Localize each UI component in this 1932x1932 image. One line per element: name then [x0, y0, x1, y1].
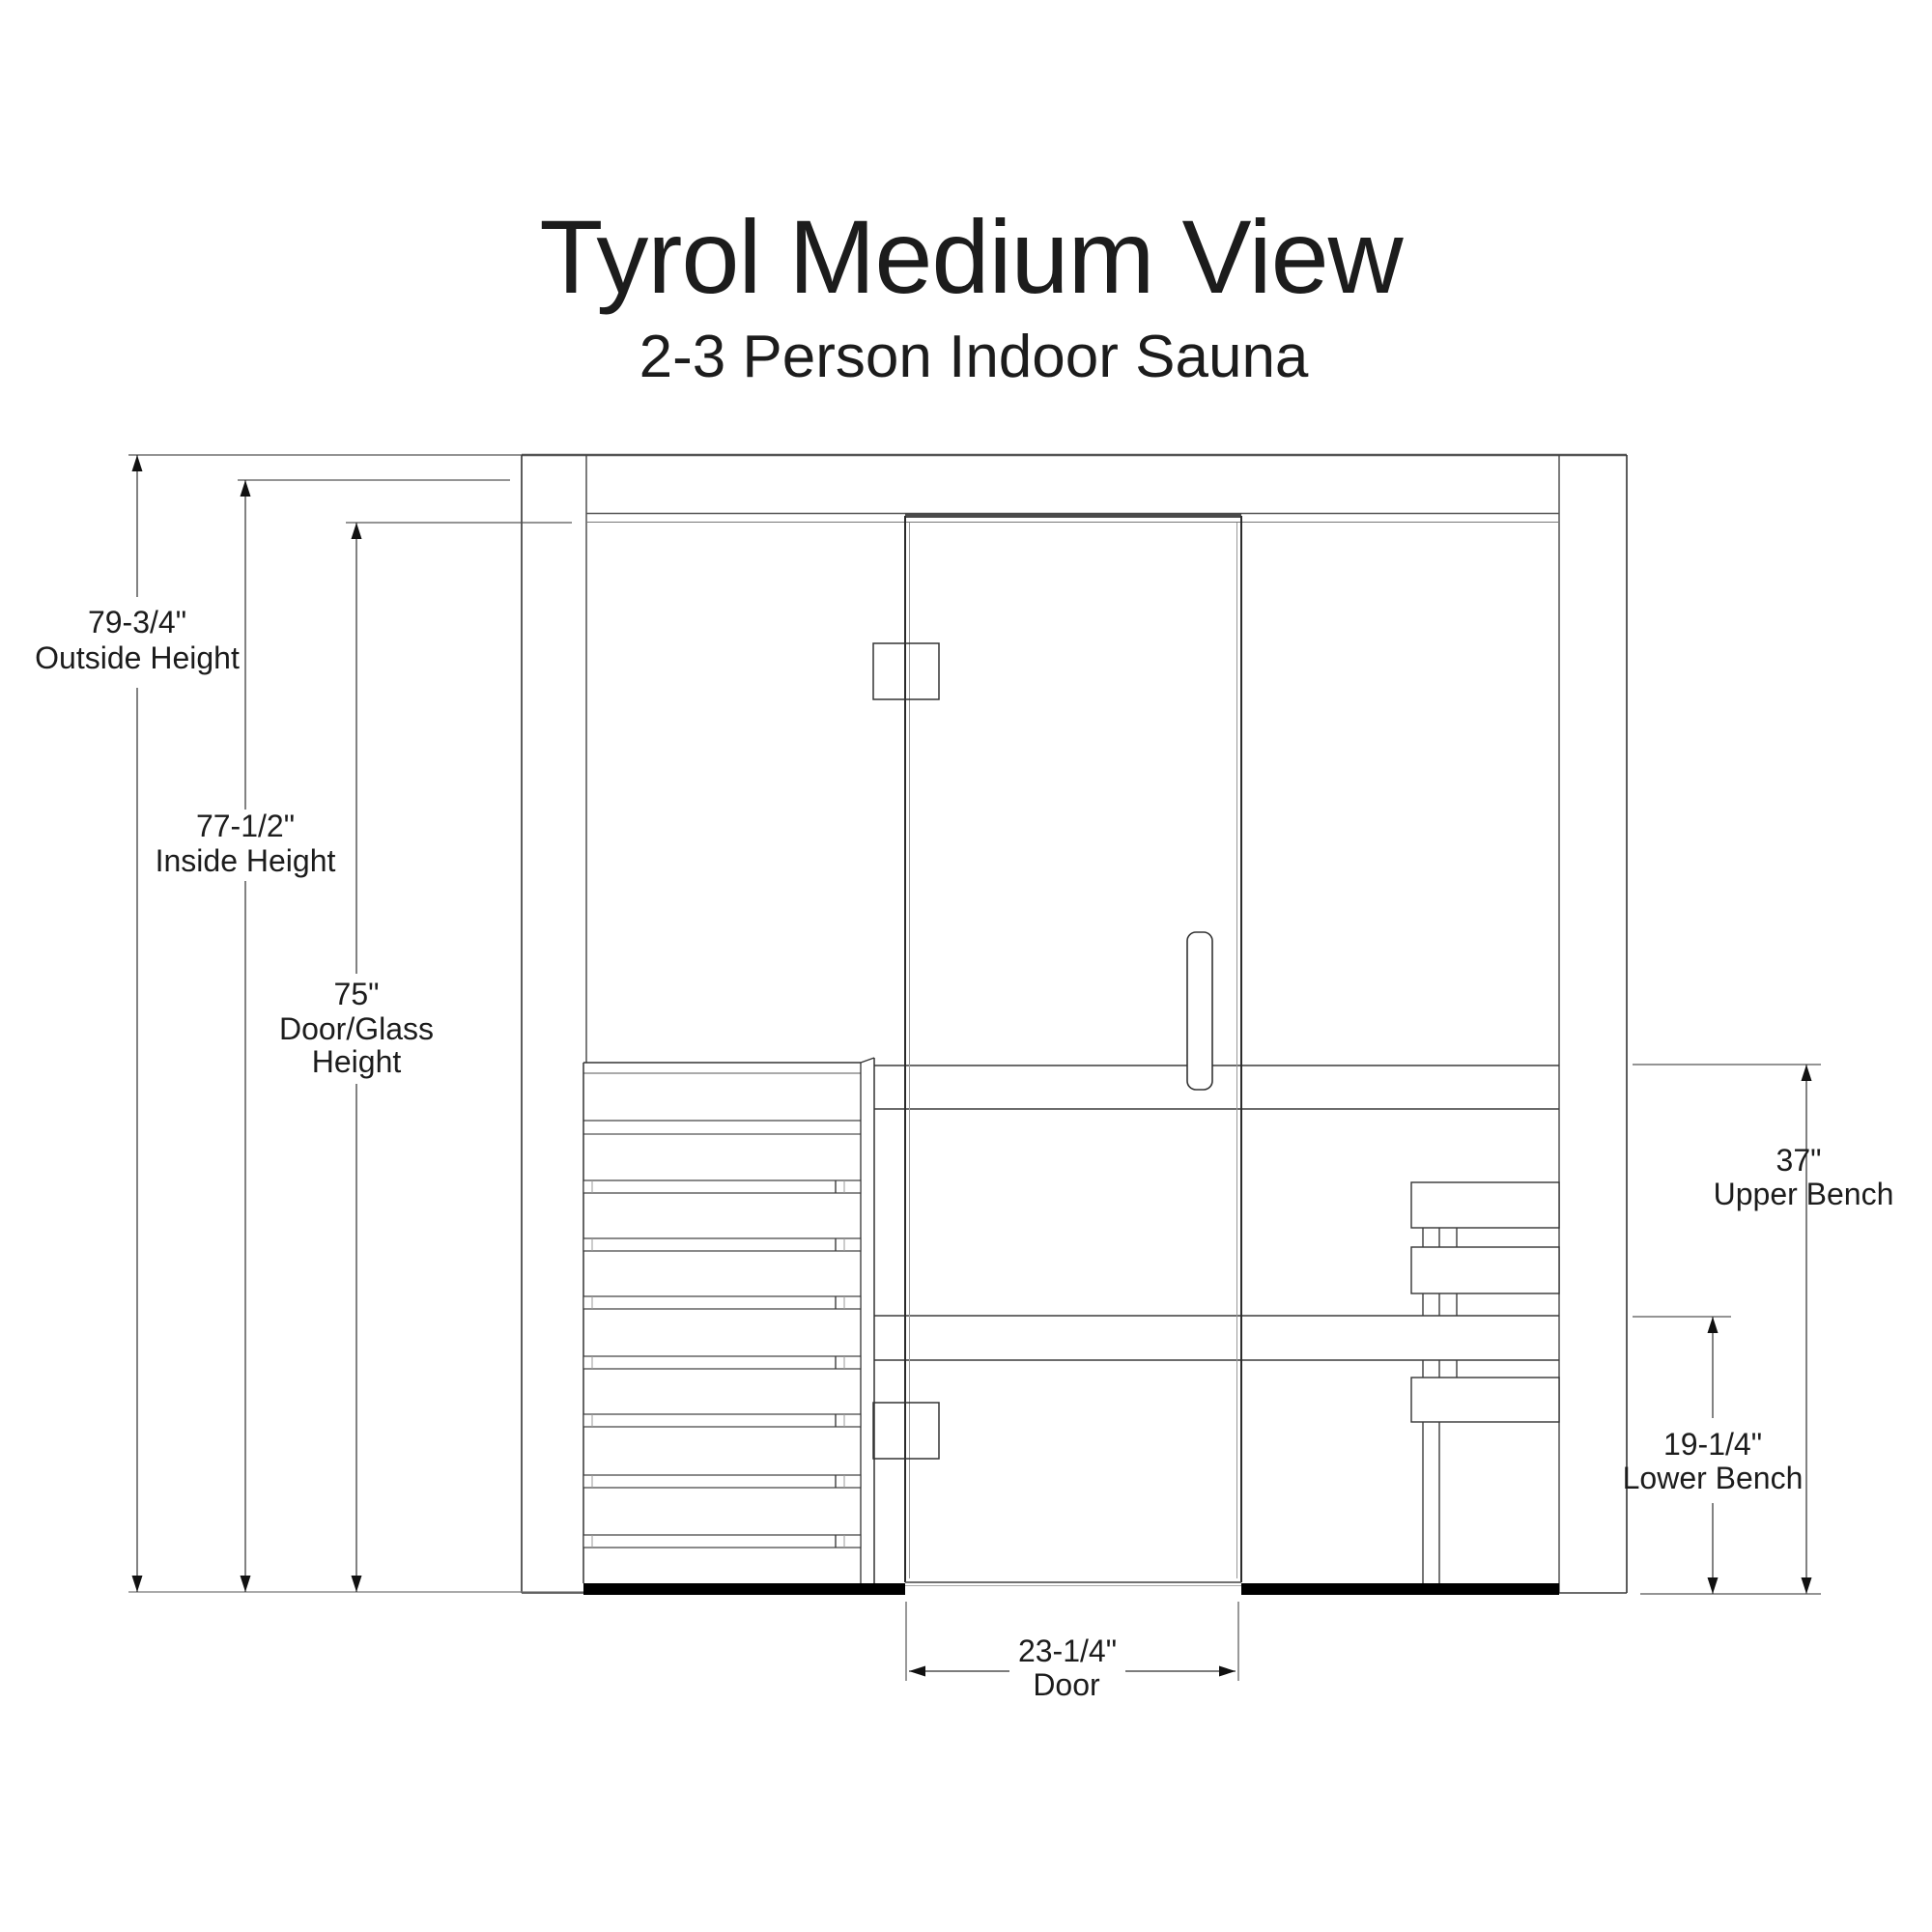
dim-upper-bench: 37" Upper Bench — [1633, 1064, 1894, 1594]
bench-leg — [1422, 1422, 1440, 1583]
page-title: Tyrol Medium View — [539, 198, 1404, 315]
outside-height-label: Outside Height — [35, 640, 240, 675]
door-width-value: 23-1/4" — [1018, 1634, 1117, 1668]
bench-board — [1410, 1377, 1560, 1423]
door-glass-height-label-line2: Height — [312, 1044, 402, 1079]
right-wall — [1558, 455, 1628, 1594]
bench-board — [1410, 1246, 1560, 1294]
door-glass-height-label-line1: Door/Glass — [279, 1011, 434, 1046]
door-handle — [1186, 931, 1213, 1091]
heater-guard — [582, 1057, 875, 1583]
glass-door — [872, 516, 1242, 1586]
header-panel — [586, 512, 1559, 524]
upper-bench-rail — [874, 1065, 1559, 1110]
bench-posts — [1422, 1228, 1458, 1378]
upper-bench-value: 37" — [1776, 1143, 1822, 1178]
outside-height-value: 79-3/4" — [88, 605, 186, 639]
bench-board — [1410, 1181, 1560, 1229]
base-strip-left — [583, 1583, 905, 1595]
dim-outside-height: 79-3/4" Outside Height — [35, 454, 522, 1592]
dim-door-glass-height: 75" Door/Glass Height — [279, 522, 572, 1592]
base-strip-right — [1241, 1583, 1559, 1595]
heater-guard-slats — [582, 1179, 862, 1548]
inside-height-value: 77-1/2" — [196, 809, 295, 843]
door-glass-height-value: 75" — [334, 977, 380, 1011]
left-wall — [521, 455, 587, 1594]
page-subtitle: 2-3 Person Indoor Sauna — [639, 324, 1309, 390]
lower-bench-value: 19-1/4" — [1663, 1427, 1762, 1462]
inside-height-label: Inside Height — [156, 843, 336, 878]
dim-lower-bench: 19-1/4" Lower Bench — [1623, 1316, 1821, 1595]
door-width-label: Door — [1033, 1667, 1100, 1702]
lower-bench-rail — [874, 1315, 1559, 1361]
right-bench — [1410, 1181, 1560, 1583]
upper-bench-label: Upper Bench — [1714, 1177, 1894, 1211]
sauna-structure — [128, 453, 1628, 1595]
dim-inside-height: 77-1/2" Inside Height — [156, 479, 510, 1592]
door-hinge-top — [872, 642, 940, 700]
lower-bench-label: Lower Bench — [1623, 1461, 1804, 1495]
door-hinge-bottom — [872, 1402, 940, 1460]
dim-door-width: 23-1/4" Door — [905, 1602, 1239, 1702]
